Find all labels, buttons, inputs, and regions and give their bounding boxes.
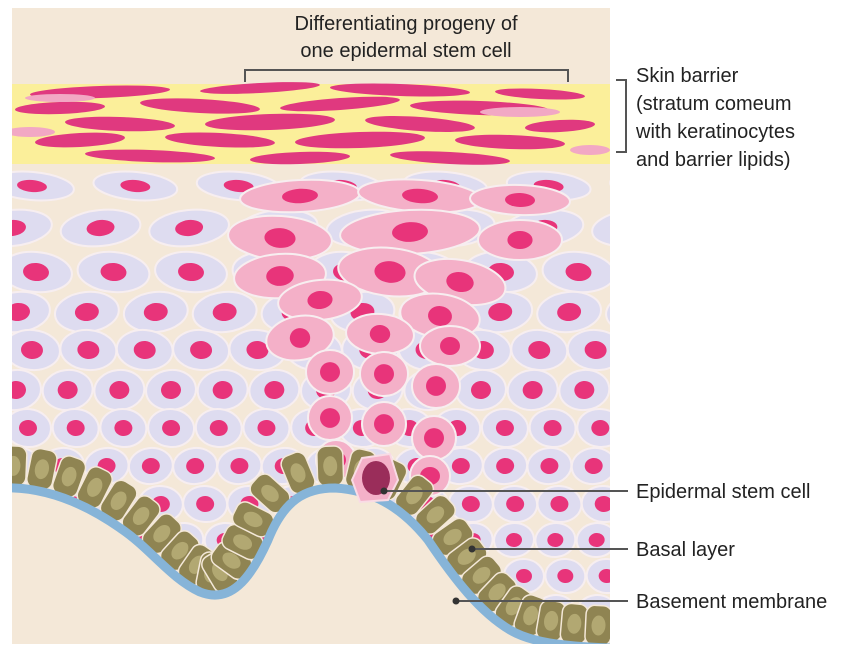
skin-barrier-layer — [5, 80, 612, 167]
progeny-cell — [306, 350, 354, 394]
keratinocyte-cell — [609, 367, 663, 412]
keratinocyte-cell — [604, 289, 672, 335]
barrier-bracket — [616, 80, 626, 152]
barrier-label-line2: (stratum comeum — [636, 93, 792, 115]
basal-cell — [0, 445, 27, 486]
progeny-label-line1: Differentiating progeny of — [294, 13, 518, 35]
basal-layer-label: Basal layer — [636, 539, 735, 561]
progeny-cell — [478, 220, 562, 260]
flattened-cell — [5, 127, 55, 137]
flattened-cell — [570, 145, 610, 155]
progeny-label-line2: one epidermal stem cell — [300, 40, 511, 62]
barrier-label-line3: with keratinocytes — [635, 121, 795, 143]
progeny-cell — [360, 352, 408, 396]
progeny-cell — [308, 396, 352, 440]
progeny-cell — [412, 364, 460, 408]
barrier-label-line1: Skin barrier — [636, 65, 739, 87]
keratinocyte-cell — [627, 557, 670, 594]
basal-cell — [317, 446, 344, 487]
basement-membrane-label: Basement membrane — [636, 591, 827, 613]
barrier-label-line4: and barrier lipids) — [636, 149, 791, 171]
progeny-cell — [412, 416, 456, 460]
progeny-cell — [362, 402, 406, 446]
flattened-cell — [480, 107, 560, 117]
progeny-cell — [420, 326, 480, 366]
keratinocyte-cell — [618, 249, 693, 295]
stem-cell-label: Epidermal stem cell — [636, 481, 811, 503]
keratinocyte-cell — [609, 168, 695, 203]
basal-cell — [585, 605, 613, 646]
keratinocyte-cell — [622, 328, 681, 373]
keratinocyte-cell — [623, 407, 672, 449]
flattened-cell — [25, 94, 95, 102]
tissue-panel — [0, 8, 695, 646]
